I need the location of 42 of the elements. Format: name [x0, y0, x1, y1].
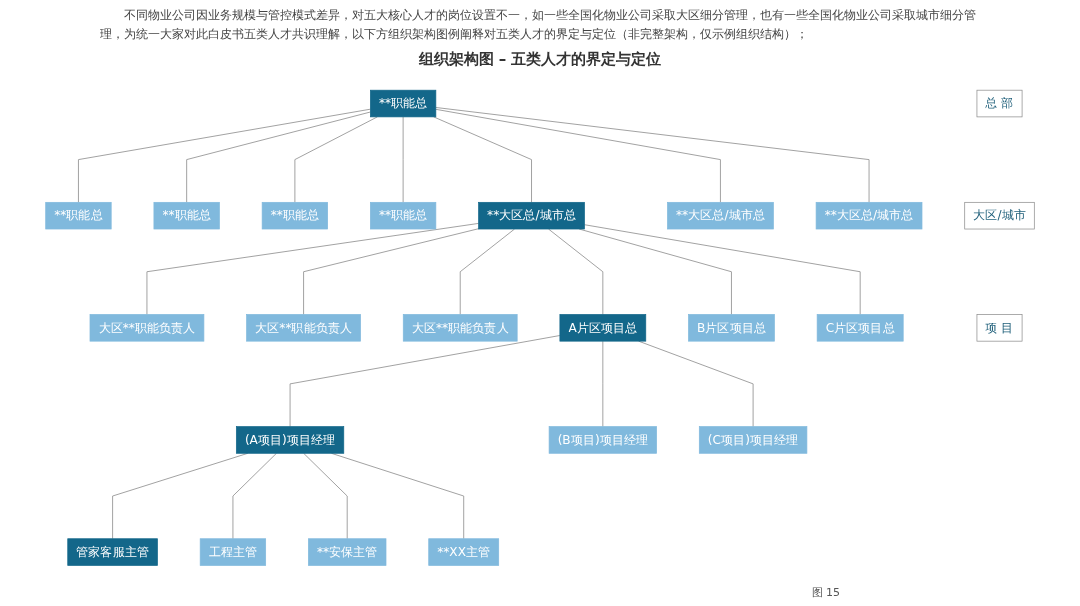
- node-box: 管家客服主管: [67, 538, 158, 567]
- node-box: **大区总/城市总: [478, 202, 585, 230]
- node-box: 大区**职能负责人: [402, 314, 518, 342]
- connector: [402, 116, 404, 204]
- node-box: B片区项目总: [688, 314, 775, 342]
- node-box: **职能总: [370, 90, 437, 118]
- node-box: **XX主管: [428, 538, 500, 567]
- connector: [433, 116, 532, 204]
- node-box: 项 目: [976, 314, 1023, 342]
- connector: [459, 228, 515, 316]
- connector: [78, 109, 371, 204]
- node-box: A片区项目总: [559, 314, 647, 342]
- connector: [232, 453, 277, 540]
- node-box: 工程主管: [199, 538, 267, 567]
- figure-caption: 图 15: [811, 585, 840, 600]
- node-box: 大区/城市: [964, 202, 1035, 230]
- connector: [289, 335, 561, 428]
- connector: [303, 453, 348, 540]
- node-box: (A项目)项目经理: [236, 426, 345, 455]
- node-box: **职能总: [153, 202, 220, 230]
- chart-title: 组织架构图 – 五类人才的界定与定位: [418, 50, 662, 70]
- node-box: (B项目)项目经理: [548, 426, 657, 455]
- connector: [186, 111, 371, 204]
- connector: [548, 228, 604, 316]
- node-box: **大区总/城市总: [667, 202, 774, 230]
- node-box: 大区**职能负责人: [89, 314, 205, 342]
- node-box: **大区总/城市总: [815, 202, 923, 230]
- node-box: 大区**职能负责人: [246, 314, 361, 342]
- node-box: **职能总: [370, 202, 437, 230]
- intro-paragraph: 不同物业公司因业务规模与管控模式差异，对五大核心人才的岗位设置不一，如一些全国化物业公司采取大区细分管理，也有一些全国化物业公司采取城市细分管理，为统一大家对此白皮书五类人才共识理解，以下方组织架构图例阐释对五类人才的界定与定位（非完整架构，仅示例组织结构）；: [100, 7, 977, 44]
- connector: [303, 228, 480, 316]
- node-box: (C项目)项目经理: [698, 426, 808, 455]
- connector: [146, 223, 480, 316]
- connector: [584, 224, 861, 316]
- node-box: C片区项目总: [816, 314, 904, 342]
- node-box: 总 部: [976, 90, 1023, 118]
- node-box: **职能总: [261, 202, 328, 230]
- connector: [435, 107, 870, 204]
- node-box: **职能总: [45, 202, 112, 230]
- node-box: **安保主管: [308, 538, 387, 567]
- connector: [602, 341, 604, 428]
- connector: [435, 109, 721, 204]
